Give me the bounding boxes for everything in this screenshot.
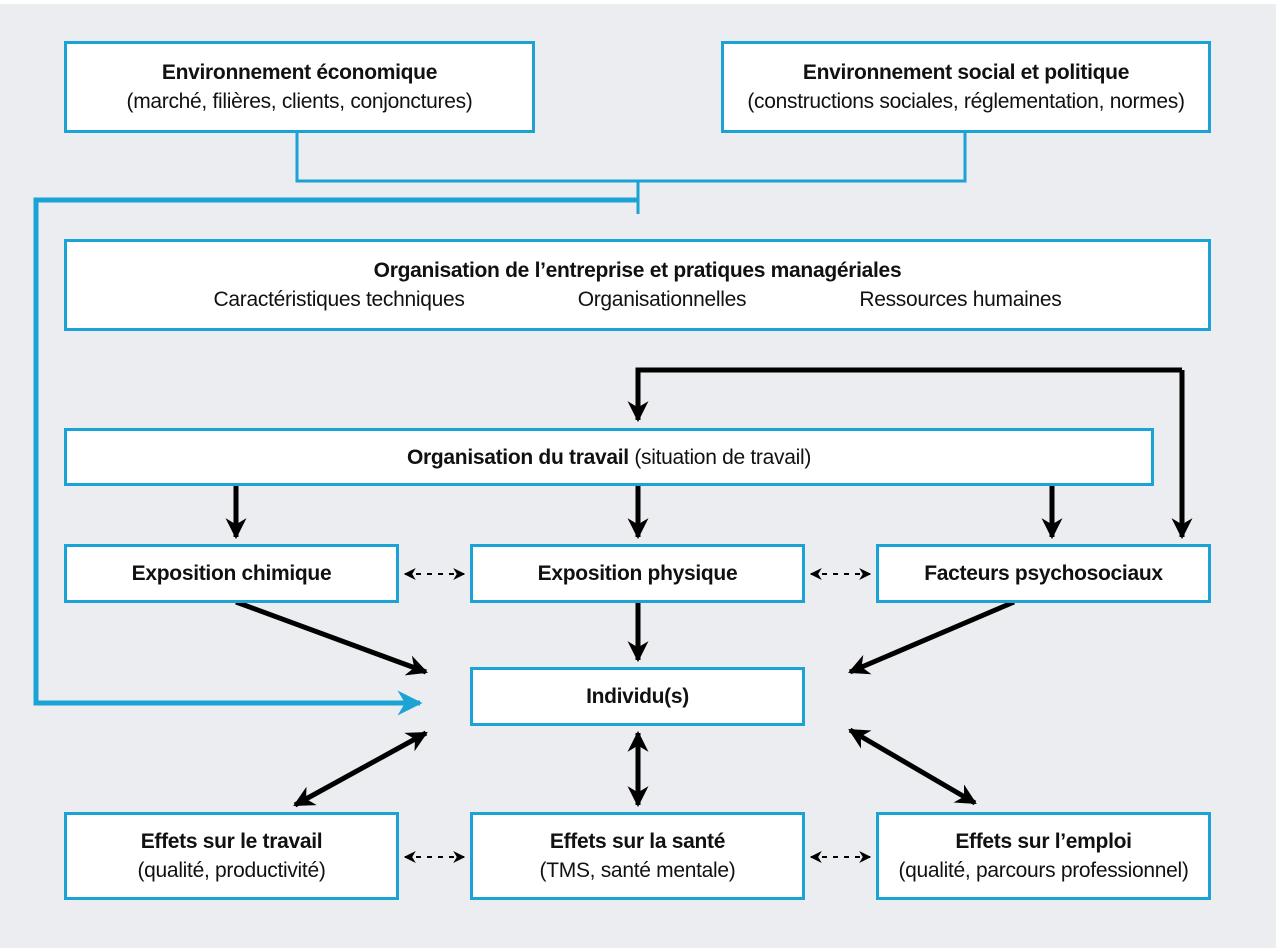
- arrow-individu-effets-travail: [293, 730, 428, 808]
- arrow-chimique-to-individu: [235, 599, 428, 676]
- column-caracteristiques-techniques: Caractéristiques techniques: [213, 288, 465, 311]
- organisation-travail-subtitle: (situation de travail): [634, 445, 812, 469]
- column-ressources-humaines: Ressources humaines: [859, 288, 1062, 311]
- environnement-economique-title: Environnement économique: [161, 61, 438, 84]
- arrow-individu-effets-emploi: [848, 727, 977, 806]
- effets-sante-title: Effets sur la santé: [549, 830, 726, 853]
- exposition-physique-title: Exposition physique: [537, 562, 738, 585]
- organisation-entreprise-title: Organisation de l’entreprise et pratique…: [373, 259, 902, 282]
- effets-travail-title: Effets sur le travail: [140, 830, 323, 853]
- effets-sante-subtitle: (TMS, santé mentale): [539, 859, 736, 882]
- environnement-social-box: Environnement social et politique (const…: [721, 41, 1211, 133]
- effets-emploi-title: Effets sur l’emploi: [955, 830, 1132, 853]
- exposition-physique-box: Exposition physique: [470, 544, 805, 603]
- organisation-travail-title: Organisation du travail: [406, 445, 629, 469]
- organisation-travail-box: Organisation du travail (situation de tr…: [64, 428, 1154, 486]
- individus-title: Individu(s): [586, 685, 689, 708]
- feedback-arrow-to-organisation: [627, 367, 1182, 423]
- environnement-economique-box: Environnement économique (marché, filièr…: [64, 41, 535, 133]
- arrow-psycho-to-individu: [848, 599, 1015, 675]
- environnement-economique-subtitle: (marché, filières, clients, conjonctures…: [126, 90, 473, 113]
- individus-box: Individu(s): [470, 667, 805, 726]
- column-organisationnelles: Organisationnelles: [577, 288, 747, 311]
- environment-to-individu-arrow: [33, 197, 638, 716]
- exposition-chimique-title: Exposition chimique: [131, 562, 332, 585]
- effets-travail-box: Effets sur le travail (qualité, producti…: [64, 812, 399, 900]
- effets-emploi-subtitle: (qualité, parcours professionnel): [898, 859, 1189, 882]
- organisation-entreprise-box: Organisation de l’entreprise et pratique…: [64, 239, 1211, 331]
- facteurs-psychosociaux-box: Facteurs psychosociaux: [876, 544, 1211, 603]
- facteurs-psychosociaux-title: Facteurs psychosociaux: [924, 562, 1163, 585]
- effets-sante-box: Effets sur la santé (TMS, santé mentale): [470, 812, 805, 900]
- organisation-entreprise-columns: Caractéristiques techniques Organisation…: [67, 285, 1208, 314]
- environnement-social-subtitle: (constructions sociales, réglementation,…: [747, 90, 1185, 113]
- effets-emploi-box: Effets sur l’emploi (qualité, parcours p…: [876, 812, 1211, 900]
- environnement-social-title: Environnement social et politique: [802, 61, 1130, 84]
- effets-travail-subtitle: (qualité, productivité): [137, 859, 326, 882]
- exposition-chimique-box: Exposition chimique: [64, 544, 399, 603]
